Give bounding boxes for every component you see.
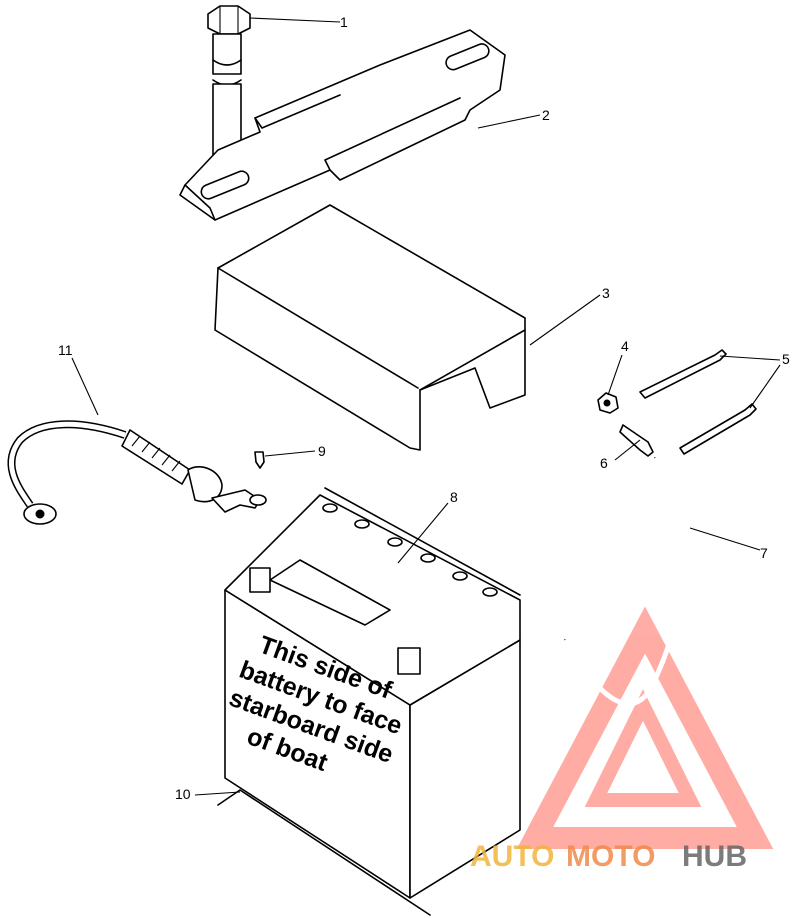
callout-7: 7 (760, 545, 768, 561)
watermark-auto: AUTO (470, 840, 554, 873)
callout-11: 11 (58, 342, 73, 358)
callout-8: 8 (450, 489, 458, 505)
positive-cable (7, 420, 267, 525)
callout-1: 1 (340, 14, 348, 30)
callout-10: 10 (175, 786, 191, 802)
nut-part (597, 392, 619, 414)
hold-down-bracket (179, 29, 506, 221)
watermark-moto: MOTO (566, 840, 655, 873)
screws-part (639, 349, 757, 455)
terminal-screw-part (619, 424, 654, 457)
battery-pad (217, 789, 431, 916)
callout-numbers: 1 2 3 4 5 6 7 8 9 10 11 (58, 14, 790, 802)
callout-4: 4 (621, 338, 629, 354)
callout-2: 2 (542, 107, 550, 123)
watermark-hub: HUB (682, 840, 747, 873)
negative-cable (562, 456, 685, 707)
callout-9: 9 (318, 443, 326, 459)
battery: This side of battery to face starboard s… (224, 487, 521, 899)
watermark-text: AUTO MOTO HUB (470, 840, 747, 873)
callout-5: 5 (782, 351, 790, 367)
leader-lines (71, 17, 781, 796)
watermark-logo (516, 606, 774, 849)
callout-3: 3 (602, 285, 610, 301)
terminal-bolt-part (254, 451, 265, 469)
callout-6: 6 (600, 455, 608, 471)
battery-cover (214, 204, 526, 451)
